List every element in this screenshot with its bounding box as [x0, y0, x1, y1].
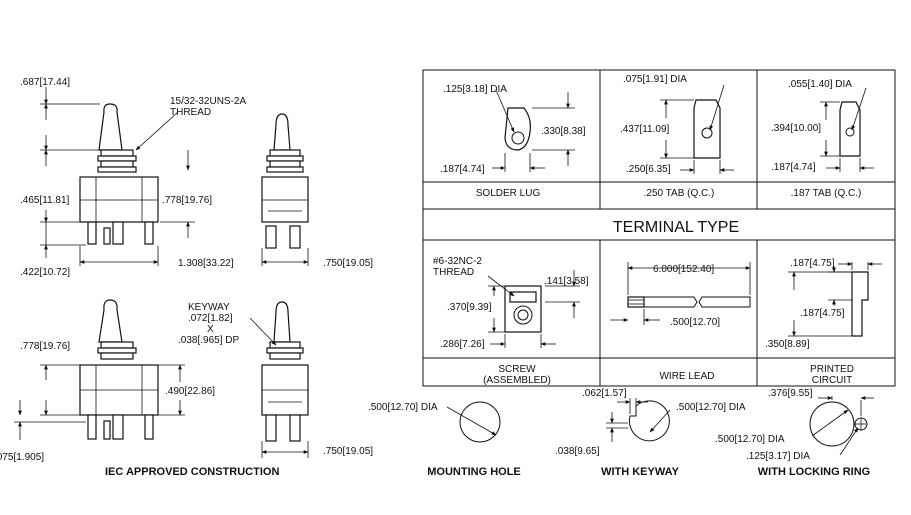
tab250-label: .250 TAB (Q.C.): [644, 188, 715, 199]
printed-circuit-drawing: [788, 262, 882, 337]
tab187-height: .394[10.00]: [771, 123, 821, 134]
pc-dim-2: .187[4.75]: [800, 308, 845, 319]
screw-label-2: (ASSEMBLED): [483, 375, 551, 386]
top-lever-height: .687[17.44]: [20, 77, 70, 88]
bottom-body-height: .490[22.86]: [165, 386, 215, 397]
wire-lead-length: 6.000[152.40]: [653, 264, 714, 275]
bottom-side-width: .750[19.05]: [323, 446, 373, 457]
top-body-height: .465[11.81]: [20, 195, 70, 206]
keyway-label: WITH KEYWAY: [601, 466, 679, 478]
wire-lead-drawing: [610, 262, 751, 325]
pc-dim-3: .350[8.89]: [765, 339, 810, 350]
top-thread-word: THREAD: [170, 107, 211, 118]
solder-lug-height: .330[8.38]: [541, 126, 586, 137]
keyway-width: .062[1.57]: [582, 388, 627, 399]
terminal-type-title: TERMINAL TYPE: [613, 219, 739, 236]
locking-ring-drawing: [809, 396, 874, 456]
terminal-table-grid: [422, 69, 896, 387]
top-overall-length: 1.308[33.22]: [178, 258, 234, 269]
tab250-height: .437[11.09]: [620, 124, 670, 135]
keyway-hole-drawing: [606, 398, 671, 442]
screw-label-1: SCREW: [498, 364, 536, 375]
switch-bottom-front: [79, 299, 159, 440]
screw-thread-word: THREAD: [433, 267, 474, 278]
keyway-word: KEYWAY: [188, 302, 230, 313]
switch-top-front: [79, 103, 159, 245]
keyway-dim-1: .072[1.82]: [188, 313, 233, 324]
pc-dim-1: .187[4.75]: [790, 258, 835, 269]
ring-dim-2: .500[12.70] DIA: [715, 434, 785, 445]
screw-dim-1: .141[3.58]: [544, 276, 589, 287]
switch-bottom-dims: [14, 364, 185, 440]
ring-dim-1: .376[9.55]: [768, 388, 813, 399]
ring-dim-3: .125[3.17] DIA: [746, 451, 810, 462]
solder-lug-drawing: [492, 89, 575, 172]
screw-thread: #6-32NC-2: [433, 256, 482, 267]
tab-250-drawing: [660, 84, 734, 174]
solder-lug-dia: .125[3.18] DIA: [443, 84, 507, 95]
pc-label-1: PRINTED: [810, 364, 854, 375]
bottom-offset: .075[1.905]: [0, 452, 44, 463]
switch-body: [79, 176, 159, 223]
tab250-dia: .075[1.91] DIA: [623, 74, 687, 85]
solder-lug-label: SOLDER LUG: [476, 188, 541, 199]
keyway-dim-2: .038[.965] DP: [178, 335, 239, 346]
top-side-width: .750[19.05]: [323, 258, 373, 269]
solder-lug-width: .187[4.74]: [440, 164, 485, 175]
lever-shape: [98, 103, 123, 151]
switch-top-dims: [40, 87, 195, 266]
keyway-depth: .038[9.65]: [555, 446, 600, 457]
screw-dim-2: .370[9.39]: [447, 302, 492, 313]
tab-187-drawing: [820, 87, 874, 172]
wire-lead-strip: .500[12.70]: [670, 317, 720, 328]
top-thread-spec: 15/32-32UNS-2A: [170, 96, 246, 107]
tab187-label: .187 TAB (Q.C.): [791, 188, 862, 199]
tab187-width: .187[4.74]: [771, 162, 816, 173]
screw-dim-3: .286[7.26]: [440, 339, 485, 350]
keyway-dia: .500[12.70] DIA: [676, 402, 746, 413]
switch-bottom-side: [249, 301, 309, 458]
tab187-dia: .055[1.40] DIA: [788, 79, 852, 90]
iec-caption: IEC APPROVED CONSTRUCTION: [105, 466, 279, 478]
top-terminal-length: .422[10.72]: [20, 267, 70, 278]
mounting-hole-drawing: [446, 401, 501, 443]
tab250-width: .250[6.35]: [626, 164, 671, 175]
bottom-lever-height: .778[19.76]: [20, 341, 70, 352]
keyway-x: X: [207, 324, 214, 335]
mounting-hole-dia: .500[12.70] DIA: [368, 402, 438, 413]
switch-top-side: [261, 113, 309, 266]
screw-drawing: [487, 270, 580, 348]
top-body-width: .778[19.76]: [162, 195, 212, 206]
wire-lead-label: WIRE LEAD: [659, 371, 714, 382]
pc-label-2: CIRCUIT: [812, 375, 853, 386]
ring-label: WITH LOCKING RING: [758, 466, 870, 478]
mounting-hole-label: MOUNTING HOLE: [427, 466, 521, 478]
